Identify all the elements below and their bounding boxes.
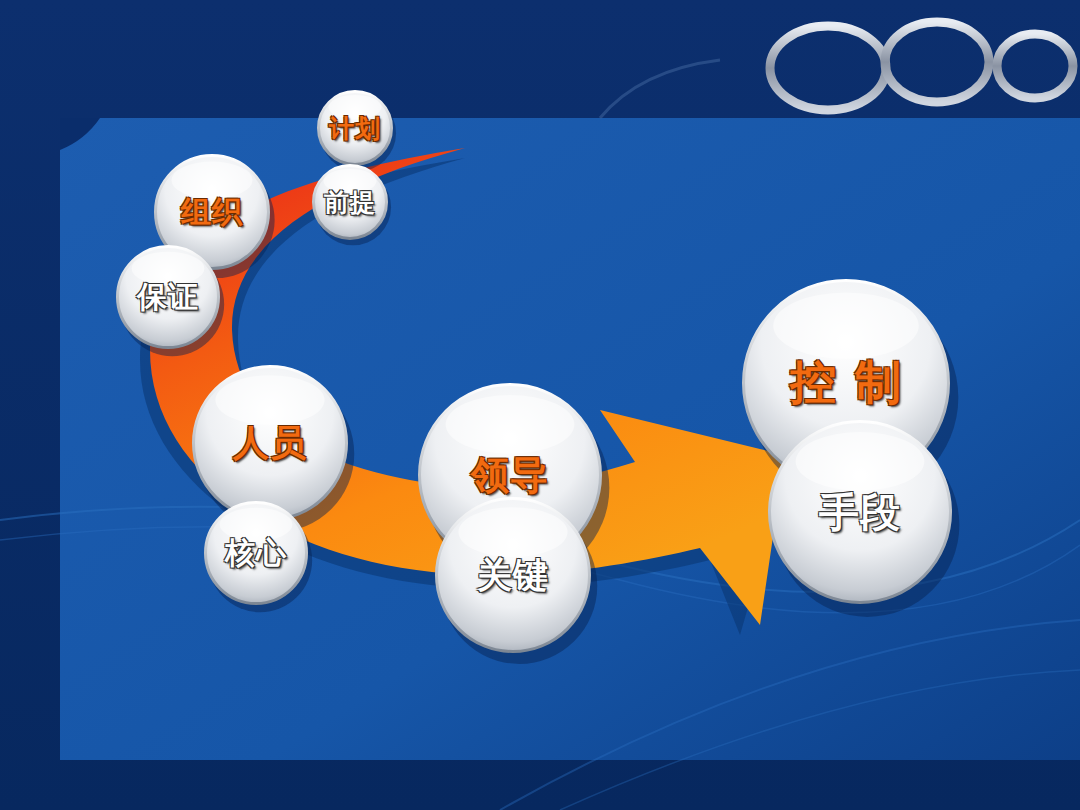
node-label: 前提 bbox=[324, 186, 376, 219]
swoosh-line bbox=[560, 670, 1080, 810]
circle-node: 保证 bbox=[116, 245, 220, 349]
node-label: 领导 bbox=[471, 450, 549, 501]
node-label: 控 制 bbox=[790, 352, 901, 414]
panel bbox=[60, 118, 1080, 760]
node-label: 核心 bbox=[225, 533, 287, 574]
swoosh-line bbox=[500, 620, 1080, 810]
circle-node: 前提 bbox=[312, 164, 388, 240]
node-label: 保证 bbox=[137, 277, 199, 318]
node-label: 关键 bbox=[477, 552, 549, 599]
circle-node: 核心 bbox=[204, 501, 308, 605]
node-label: 人员 bbox=[233, 419, 307, 468]
swoosh-line bbox=[600, 60, 720, 118]
panel-curl bbox=[60, 118, 100, 150]
circle-node: 计划 bbox=[317, 90, 393, 166]
circle-node: 手段 bbox=[768, 420, 952, 604]
node-label: 手段 bbox=[819, 485, 901, 540]
circle-node: 人员 bbox=[192, 365, 348, 521]
node-label: 计划 bbox=[329, 112, 381, 145]
chain-rings bbox=[770, 22, 1073, 110]
circle-node: 关键 bbox=[435, 497, 591, 653]
node-label: 组织 bbox=[181, 192, 243, 233]
